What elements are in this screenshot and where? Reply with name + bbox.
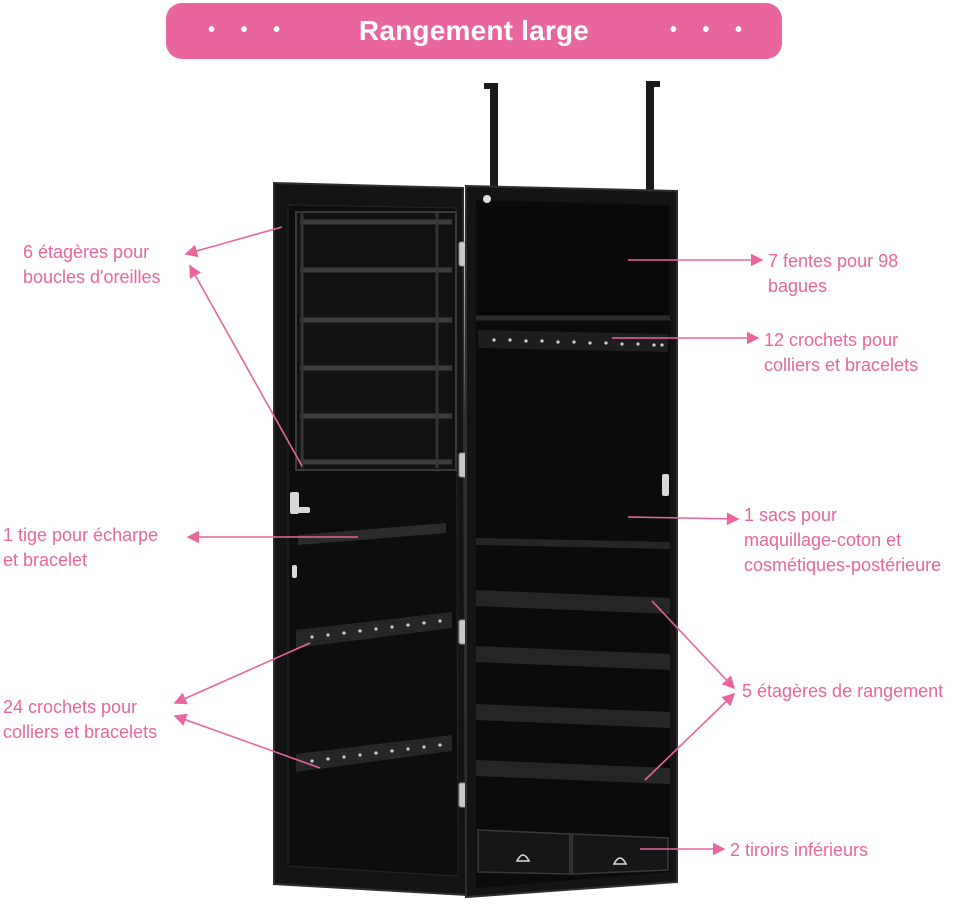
annotation-arrows [173,226,764,856]
drawer-handle-icon [515,854,531,862]
banner-title: Rangement large [358,15,590,46]
door-hook-bar-lower [296,735,452,772]
earring-shelves [300,219,452,465]
cabinet-door [273,181,468,897]
cabinet-hook-bar [478,330,668,352]
scarf-rod [290,492,446,578]
drawer-handle-icon [612,857,628,865]
bottom-drawers [477,829,669,875]
label-earring-shelves: 6 étagères pour boucles d'oreilles [23,242,161,287]
label-cabinet-hooks: 12 crochets pour colliers et bracelets [764,330,919,375]
door-hook-bar-upper [296,612,452,648]
title-banner: • • • Rangement large • • • [166,3,782,59]
label-drawers: 2 tiroirs inférieurs [730,840,869,860]
label-storage-shelves: 5 étagères de rangement [742,681,944,701]
label-scarf-rod: 1 tige pour écharpe et bracelet [3,525,159,570]
earring-panel [295,211,457,471]
label-bag: 1 sacs pour maquillage-coton et cosmétiq… [744,505,942,575]
over-door-hooks [484,81,660,195]
label-ring-slots: 7 fentes pour 98 bagues [768,251,899,296]
ring-slot-area [478,206,668,316]
banner-dots-right: • • • [669,19,752,41]
cabinet-body [465,184,678,899]
label-door-hooks: 24 crochets pour colliers et bracelets [3,697,158,742]
banner-dots-left: • • • [208,19,291,41]
storage-shelves [476,538,670,784]
